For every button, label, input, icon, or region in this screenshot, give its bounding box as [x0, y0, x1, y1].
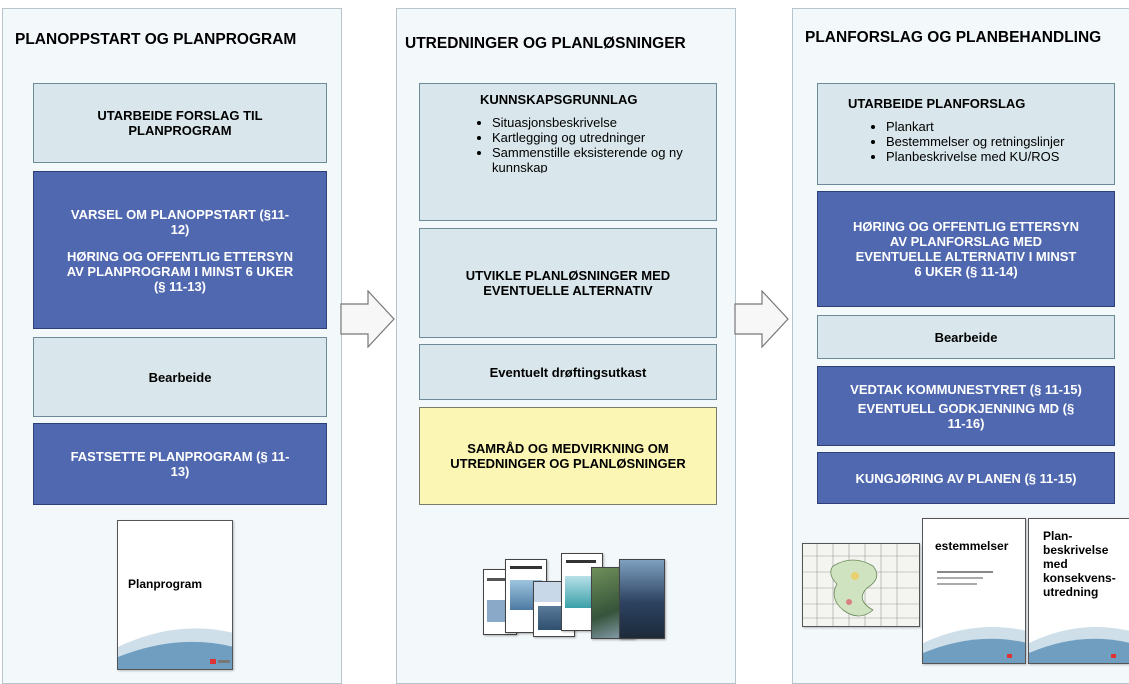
report-thumbnail	[619, 559, 665, 639]
document-wave-graphic	[118, 628, 232, 669]
knowledge-list: Situasjonsbeskrivelse Kartlegging og utr…	[474, 115, 710, 173]
box-text: Bearbeide	[934, 329, 998, 345]
box-utarbeide-planforslag: UTARBEIDE PLANFORSLAG Plankart Bestemmel…	[817, 83, 1115, 185]
list-item: Situasjonsbeskrivelse	[492, 115, 710, 130]
text-line	[937, 583, 977, 585]
report-collage	[483, 553, 673, 643]
text-line	[937, 571, 993, 573]
box-text: VARSEL OM PLANOPPSTART (§11-12)	[70, 206, 290, 237]
column-utredninger: UTREDNINGER OG PLANLØSNINGER KUNNSKAPSGR…	[396, 8, 736, 684]
box-utvikle-planlosninger: UTVIKLE PLANLØSNINGER MED EVENTUELLE ALT…	[419, 228, 717, 338]
box-samrad-medvirkning: SAMRÅD OG MEDVIRKNING OM UTREDNINGER OG …	[419, 407, 717, 505]
box-text: HØRING OG OFFENTLIG ETTERSYN AV PLANPROG…	[66, 248, 294, 294]
document-title: Planprogram	[128, 577, 203, 591]
column-title: PLANOPPSTART OG PLANPROGRAM	[15, 31, 297, 48]
box-kunngjoring: KUNGJØRING AV PLANEN (§ 11-15)	[817, 452, 1115, 504]
planprogram-document: Planprogram	[117, 520, 233, 670]
box-text: EVENTUELL GODKJENNING MD (§ 11-16)	[857, 400, 1075, 431]
list-item: Sammenstille eksisterende og ny kunnskap	[492, 145, 710, 173]
knowledge-list-clip: Situasjonsbeskrivelse Kartlegging og utr…	[474, 115, 710, 173]
box-vedtak-godkjenning: VEDTAK KOMMUNESTYRET (§ 11-15) EVENTUELL…	[817, 366, 1115, 446]
document-wave-graphic	[923, 627, 1025, 663]
box-text: SAMRÅD OG MEDVIRKNING OM UTREDNINGER OG …	[450, 441, 686, 471]
column-planoppstart: PLANOPPSTART OG PLANPROGRAM UTARBEIDE FO…	[2, 8, 342, 684]
box-text: UTARBEIDE FORSLAG TIL PLANPROGRAM	[97, 108, 263, 138]
box-bearbeide: Bearbeide	[817, 315, 1115, 359]
box-text: FASTSETTE PLANPROGRAM (§ 11-13)	[70, 449, 290, 479]
map-graphic	[803, 544, 919, 626]
list-item: Bestemmelser og retningslinjer	[886, 134, 1064, 149]
box-title: UTARBEIDE PLANFORSLAG	[848, 96, 1026, 111]
box-text: HØRING OG OFFENTLIG ETTERSYN AV PLANFORS…	[852, 219, 1080, 279]
box-text: Eventuelt drøftingsutkast	[489, 364, 647, 380]
list-item: Plankart	[886, 119, 1064, 134]
planbeskrivelse-document: Plan-beskrivelse med konsekvens-utrednin…	[1028, 518, 1129, 664]
box-fastsette-planprogram: FASTSETTE PLANPROGRAM (§ 11-13)	[33, 423, 327, 505]
bestemmelser-document: estemmelser	[922, 518, 1026, 664]
document-title: estemmelser	[935, 539, 1009, 553]
planforslag-list: Plankart Bestemmelser og retningslinjer …	[868, 119, 1064, 164]
box-utarbeide-forslag: UTARBEIDE FORSLAG TIL PLANPROGRAM	[33, 83, 327, 163]
document-wave-graphic	[1029, 627, 1129, 663]
box-title: KUNNSKAPSGRUNNLAG	[480, 92, 638, 107]
box-text: Bearbeide	[148, 369, 212, 385]
arrow-right-icon	[734, 290, 789, 348]
document-title: Plan-beskrivelse med konsekvens-utrednin…	[1043, 529, 1116, 599]
plankart-document	[802, 543, 920, 627]
box-text: UTVIKLE PLANLØSNINGER MED EVENTUELLE ALT…	[465, 268, 671, 298]
box-bearbeide: Bearbeide	[33, 337, 327, 417]
list-item: Planbeskrivelse med KU/ROS	[886, 149, 1064, 164]
text-line	[937, 577, 983, 579]
arrow-right-icon	[340, 290, 395, 348]
list-item: Kartlegging og utredninger	[492, 130, 710, 145]
box-text: VEDTAK KOMMUNESTYRET (§ 11-15)	[850, 381, 1082, 397]
box-kunnskapsgrunnlag: KUNNSKAPSGRUNNLAG Situasjonsbeskrivelse …	[419, 83, 717, 221]
box-varsel-horing: VARSEL OM PLANOPPSTART (§11-12) HØRING O…	[33, 171, 327, 329]
box-text: KUNGJØRING AV PLANEN (§ 11-15)	[855, 470, 1077, 486]
column-title: UTREDNINGER OG PLANLØSNINGER	[405, 35, 686, 52]
column-title: PLANFORSLAG OG PLANBEHANDLING	[805, 29, 1102, 46]
box-horing-planforslag: HØRING OG OFFENTLIG ETTERSYN AV PLANFORS…	[817, 191, 1115, 307]
box-droftingsutkast: Eventuelt drøftingsutkast	[419, 344, 717, 400]
